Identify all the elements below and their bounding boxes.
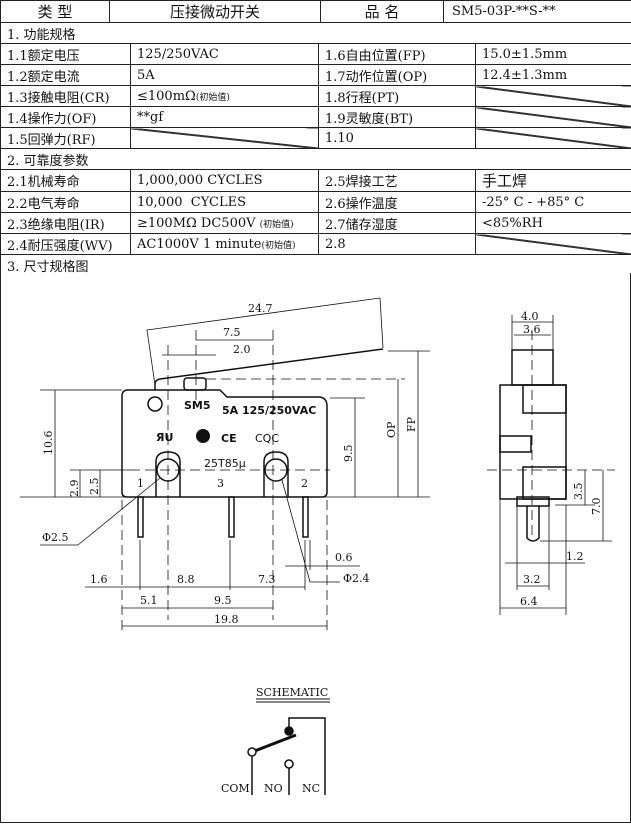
dim-9-5-vertical: 9.5 — [342, 445, 355, 463]
dim-fp: FP — [405, 416, 418, 432]
schematic-title: SCHEMATIC — [256, 686, 328, 699]
type-value: 压接微动开关 — [110, 1, 321, 22]
value-note: (初始值) — [195, 92, 230, 103]
empty-cell — [474, 127, 631, 149]
dim-phi-2-4: Φ2.4 — [343, 572, 370, 585]
spec-label: 2.4耐压强度(WV) — [0, 233, 131, 255]
pin-label-2: 2 — [301, 477, 308, 490]
section-3-title: 3. 尺寸规格图 — [0, 254, 631, 275]
type-label: 类 型 — [2, 1, 110, 22]
csa-mark-icon — [196, 429, 210, 443]
spec-table: 类 型 压接微动开关 品 名 SM5-03P-**S-** 1. 功能规格 1.… — [0, 0, 631, 275]
schematic-com: COM — [221, 782, 250, 795]
temp-mark: 25T85μ — [204, 457, 246, 470]
schematic-no: NO — [264, 782, 283, 795]
dim-10-6: 10.6 — [42, 431, 55, 456]
dim-2-0: 2.0 — [233, 343, 251, 356]
spec-row: 1.3接触电阻(CR)≤100mΩ(初始值)1.8行程(PT) — [0, 85, 631, 107]
empty-cell — [474, 233, 631, 255]
switch-side-view — [499, 349, 567, 542]
dim-9-5-horizontal: 9.5 — [214, 594, 232, 607]
dim-0-6: 0.6 — [335, 551, 353, 564]
side-dim-1-2: 1.2 — [566, 550, 584, 563]
spec-label: 2.3绝缘电阻(IR) — [0, 212, 131, 234]
schematic-nc: NC — [302, 782, 320, 795]
side-dim-3-5: 3.5 — [572, 483, 585, 501]
side-dim-7-0: 7.0 — [590, 498, 603, 516]
empty-cell — [474, 85, 631, 107]
side-dim-4-0: 4.0 — [521, 310, 539, 323]
dim-2-9: 2.9 — [68, 480, 81, 498]
side-dim-6-4: 6.4 — [520, 595, 538, 608]
pin-label-1: 1 — [137, 477, 144, 490]
value-note: (初始值) — [261, 240, 296, 251]
rating-label: 5A 125/250VAC — [222, 404, 316, 417]
name-label: 品 名 — [321, 1, 444, 22]
pin-label-3: 3 — [217, 477, 224, 490]
dim-19-8: 19.8 — [214, 613, 239, 626]
spec-row: 1.5回弹力(RF)1.10 — [0, 127, 631, 149]
ce-mark-icon: CE — [221, 432, 237, 445]
dim-5-1: 5.1 — [140, 594, 158, 607]
value-note: (初始值) — [259, 219, 294, 230]
dim-24-7: 24.7 — [248, 302, 273, 315]
value-text: AC1000V 1 minute — [137, 236, 262, 252]
spec-label: 1.7动作位置(OP) — [318, 64, 476, 86]
spec-value: AC1000V 1 minute(初始值) — [130, 233, 319, 255]
spec-label: 1.5回弹力(RF) — [0, 127, 131, 149]
cqc-label: CQC — [255, 432, 279, 445]
value-text: ≥100MΩ DC500V — [137, 215, 256, 231]
name-value: SM5-03P-**S-** — [452, 4, 556, 19]
dim-2-5: 2.5 — [88, 478, 101, 496]
spec-label: 1.6自由位置(FP) — [318, 43, 476, 65]
dim-op: OP — [385, 421, 398, 438]
spec-label: 2.8 — [318, 233, 476, 255]
dim-8-8: 8.8 — [177, 573, 195, 586]
schematic-diagram — [247, 698, 330, 795]
empty-cell — [130, 127, 319, 149]
model-label: SM5 — [184, 399, 211, 412]
side-dim-3-2: 3.2 — [523, 573, 541, 586]
dim-7-3: 7.3 — [258, 573, 276, 586]
side-dim-3-6: 3.6 — [523, 323, 541, 336]
spec-label: 2.6操作温度 — [318, 191, 476, 213]
dim-phi-2-5: Φ2.5 — [42, 531, 69, 544]
spec-value: 125/250VAC — [130, 43, 319, 65]
dim-1-6: 1.6 — [90, 573, 108, 586]
section-2-title: 2. 可靠度参数 — [0, 148, 631, 170]
spec-value: 12.4±1.3mm — [474, 64, 631, 86]
ul-mark-icon: ЯU — [156, 431, 173, 444]
reliability-row: 2.4耐压强度(WV)AC1000V 1 minute(初始值)2.8 — [0, 233, 631, 255]
dim-7-5: 7.5 — [223, 326, 241, 339]
value-text: ≤100mΩ — [137, 88, 196, 104]
